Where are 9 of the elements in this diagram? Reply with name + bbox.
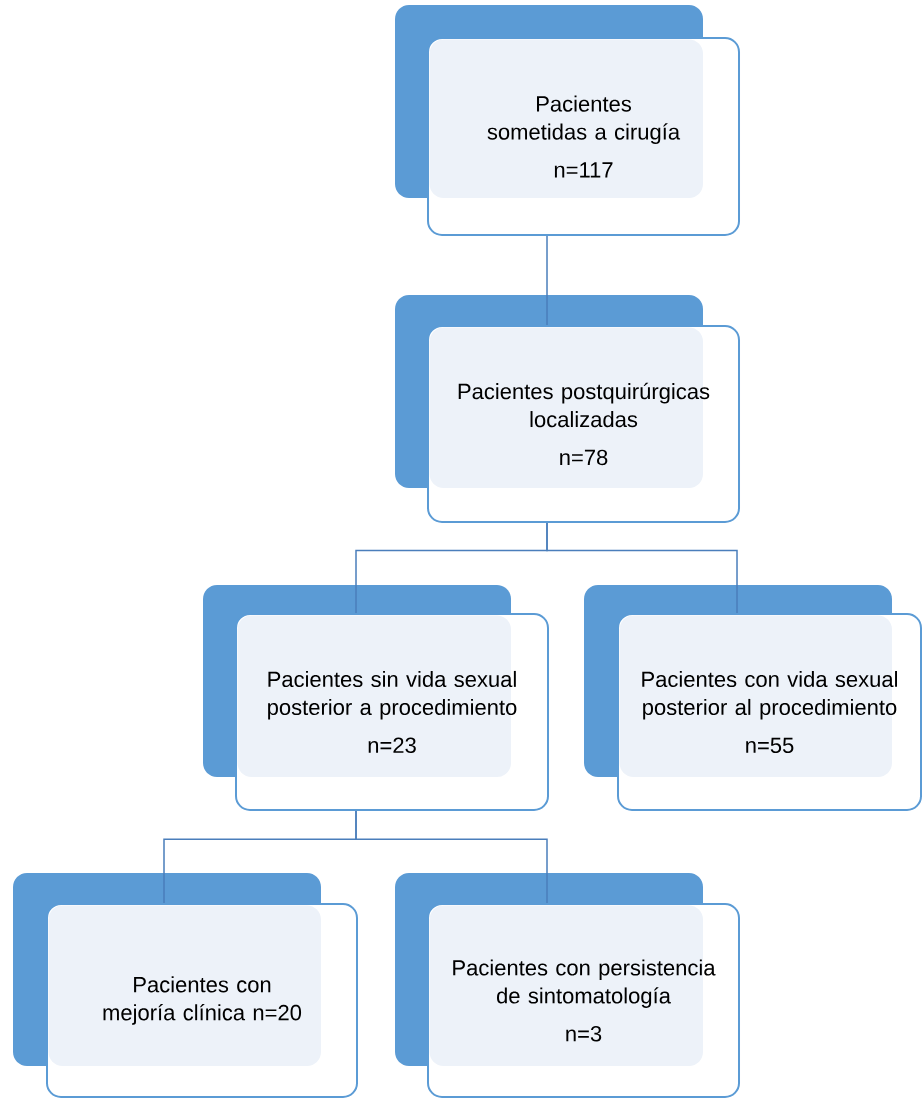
process-box: Pacientes con persistencia de sintomatología n=3 (395, 873, 740, 1098)
connector-line (355, 810, 548, 904)
process-box: Pacientes con mejoría clínica n=20 (13, 873, 358, 1098)
process-box: Pacientes postquirúrgicas localizadas n=78 (395, 295, 740, 523)
connector-line (546, 235, 548, 326)
process-box: Pacientes sometidas a cirugía n=117 (395, 5, 740, 236)
connector-line (546, 522, 738, 614)
process-box: Pacientes sin vida sexual posterior a procedimiento n=23 (203, 585, 549, 811)
process-box: Pacientes con vida sexual posterior al procedimiento n=55 (584, 585, 922, 811)
